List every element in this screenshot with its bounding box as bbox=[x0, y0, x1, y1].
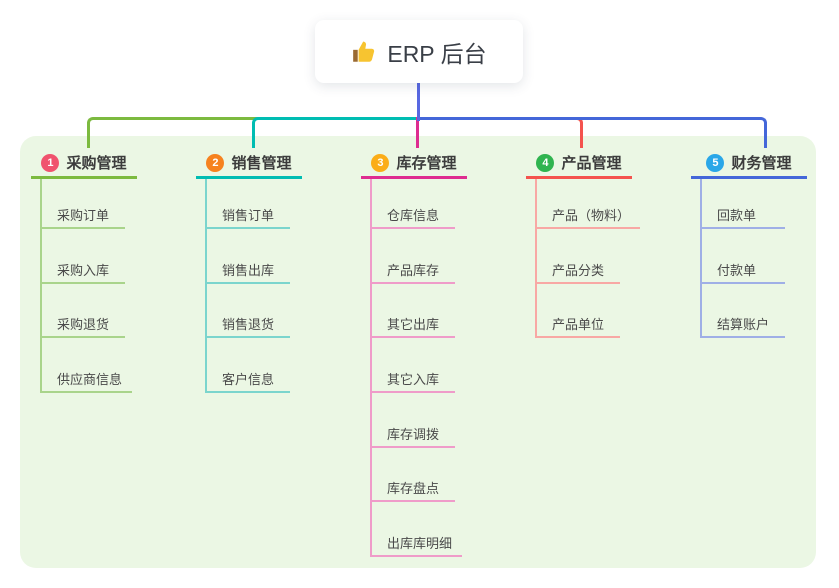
branch-number-badge: 1 bbox=[41, 153, 60, 172]
child-node[interactable]: 仓库信息 bbox=[370, 199, 455, 229]
root-title: ERP 后台 bbox=[387, 40, 487, 67]
root-node[interactable]: ERP 后台 bbox=[315, 20, 523, 83]
child-node[interactable]: 采购退货 bbox=[40, 308, 125, 338]
child-node[interactable]: 回款单 bbox=[700, 199, 785, 229]
branch-number-badge: 3 bbox=[371, 153, 390, 172]
child-node[interactable]: 销售出库 bbox=[205, 254, 290, 284]
child-node[interactable]: 出库库明细 bbox=[370, 527, 463, 557]
child-node[interactable]: 产品（物料） bbox=[535, 199, 641, 229]
branch-node-5[interactable]: 5 财务管理 bbox=[691, 149, 807, 179]
branch-node-3[interactable]: 3 库存管理 bbox=[361, 149, 467, 179]
connector-branch-2 bbox=[252, 117, 418, 148]
branch-title-label: 采购管理 bbox=[66, 155, 127, 172]
child-node[interactable]: 库存调拨 bbox=[370, 418, 455, 448]
branch-title-label: 财务管理 bbox=[731, 155, 792, 172]
branch-5-subline bbox=[700, 179, 702, 338]
child-node[interactable]: 供应商信息 bbox=[40, 363, 133, 393]
child-node[interactable]: 产品单位 bbox=[535, 308, 620, 338]
child-node[interactable]: 客户信息 bbox=[205, 363, 290, 393]
background-panel bbox=[20, 136, 816, 568]
thumbs-up-icon bbox=[351, 39, 377, 65]
branch-node-1[interactable]: 1 采购管理 bbox=[31, 149, 137, 179]
branch-node-2[interactable]: 2 销售管理 bbox=[196, 149, 302, 179]
branch-4-subline bbox=[535, 179, 537, 338]
branch-3-subline bbox=[370, 179, 372, 557]
branch-node-4[interactable]: 4 产品管理 bbox=[526, 149, 632, 179]
branch-number-badge: 2 bbox=[206, 153, 225, 172]
child-node[interactable]: 其它出库 bbox=[370, 308, 455, 338]
connector-branch-3 bbox=[416, 117, 419, 148]
child-node[interactable]: 结算账户 bbox=[700, 308, 785, 338]
child-node[interactable]: 产品分类 bbox=[535, 254, 620, 284]
branch-title-label: 产品管理 bbox=[561, 155, 622, 172]
child-node[interactable]: 产品库存 bbox=[370, 254, 455, 284]
child-node[interactable]: 付款单 bbox=[700, 254, 785, 284]
connector-root-stem bbox=[417, 83, 420, 121]
child-node[interactable]: 采购订单 bbox=[40, 199, 125, 229]
branch-2-subline bbox=[205, 179, 207, 393]
branch-number-badge: 4 bbox=[536, 153, 555, 172]
child-node[interactable]: 其它入库 bbox=[370, 363, 455, 393]
child-node[interactable]: 销售订单 bbox=[205, 199, 290, 229]
child-node[interactable]: 库存盘点 bbox=[370, 472, 455, 502]
child-node[interactable]: 采购入库 bbox=[40, 254, 125, 284]
branch-number-badge: 5 bbox=[706, 153, 725, 172]
branch-title-label: 库存管理 bbox=[396, 155, 457, 172]
branch-1-subline bbox=[40, 179, 42, 393]
connector-branch-5 bbox=[418, 117, 767, 148]
branch-title-label: 销售管理 bbox=[231, 155, 292, 172]
child-node[interactable]: 销售退货 bbox=[205, 308, 290, 338]
